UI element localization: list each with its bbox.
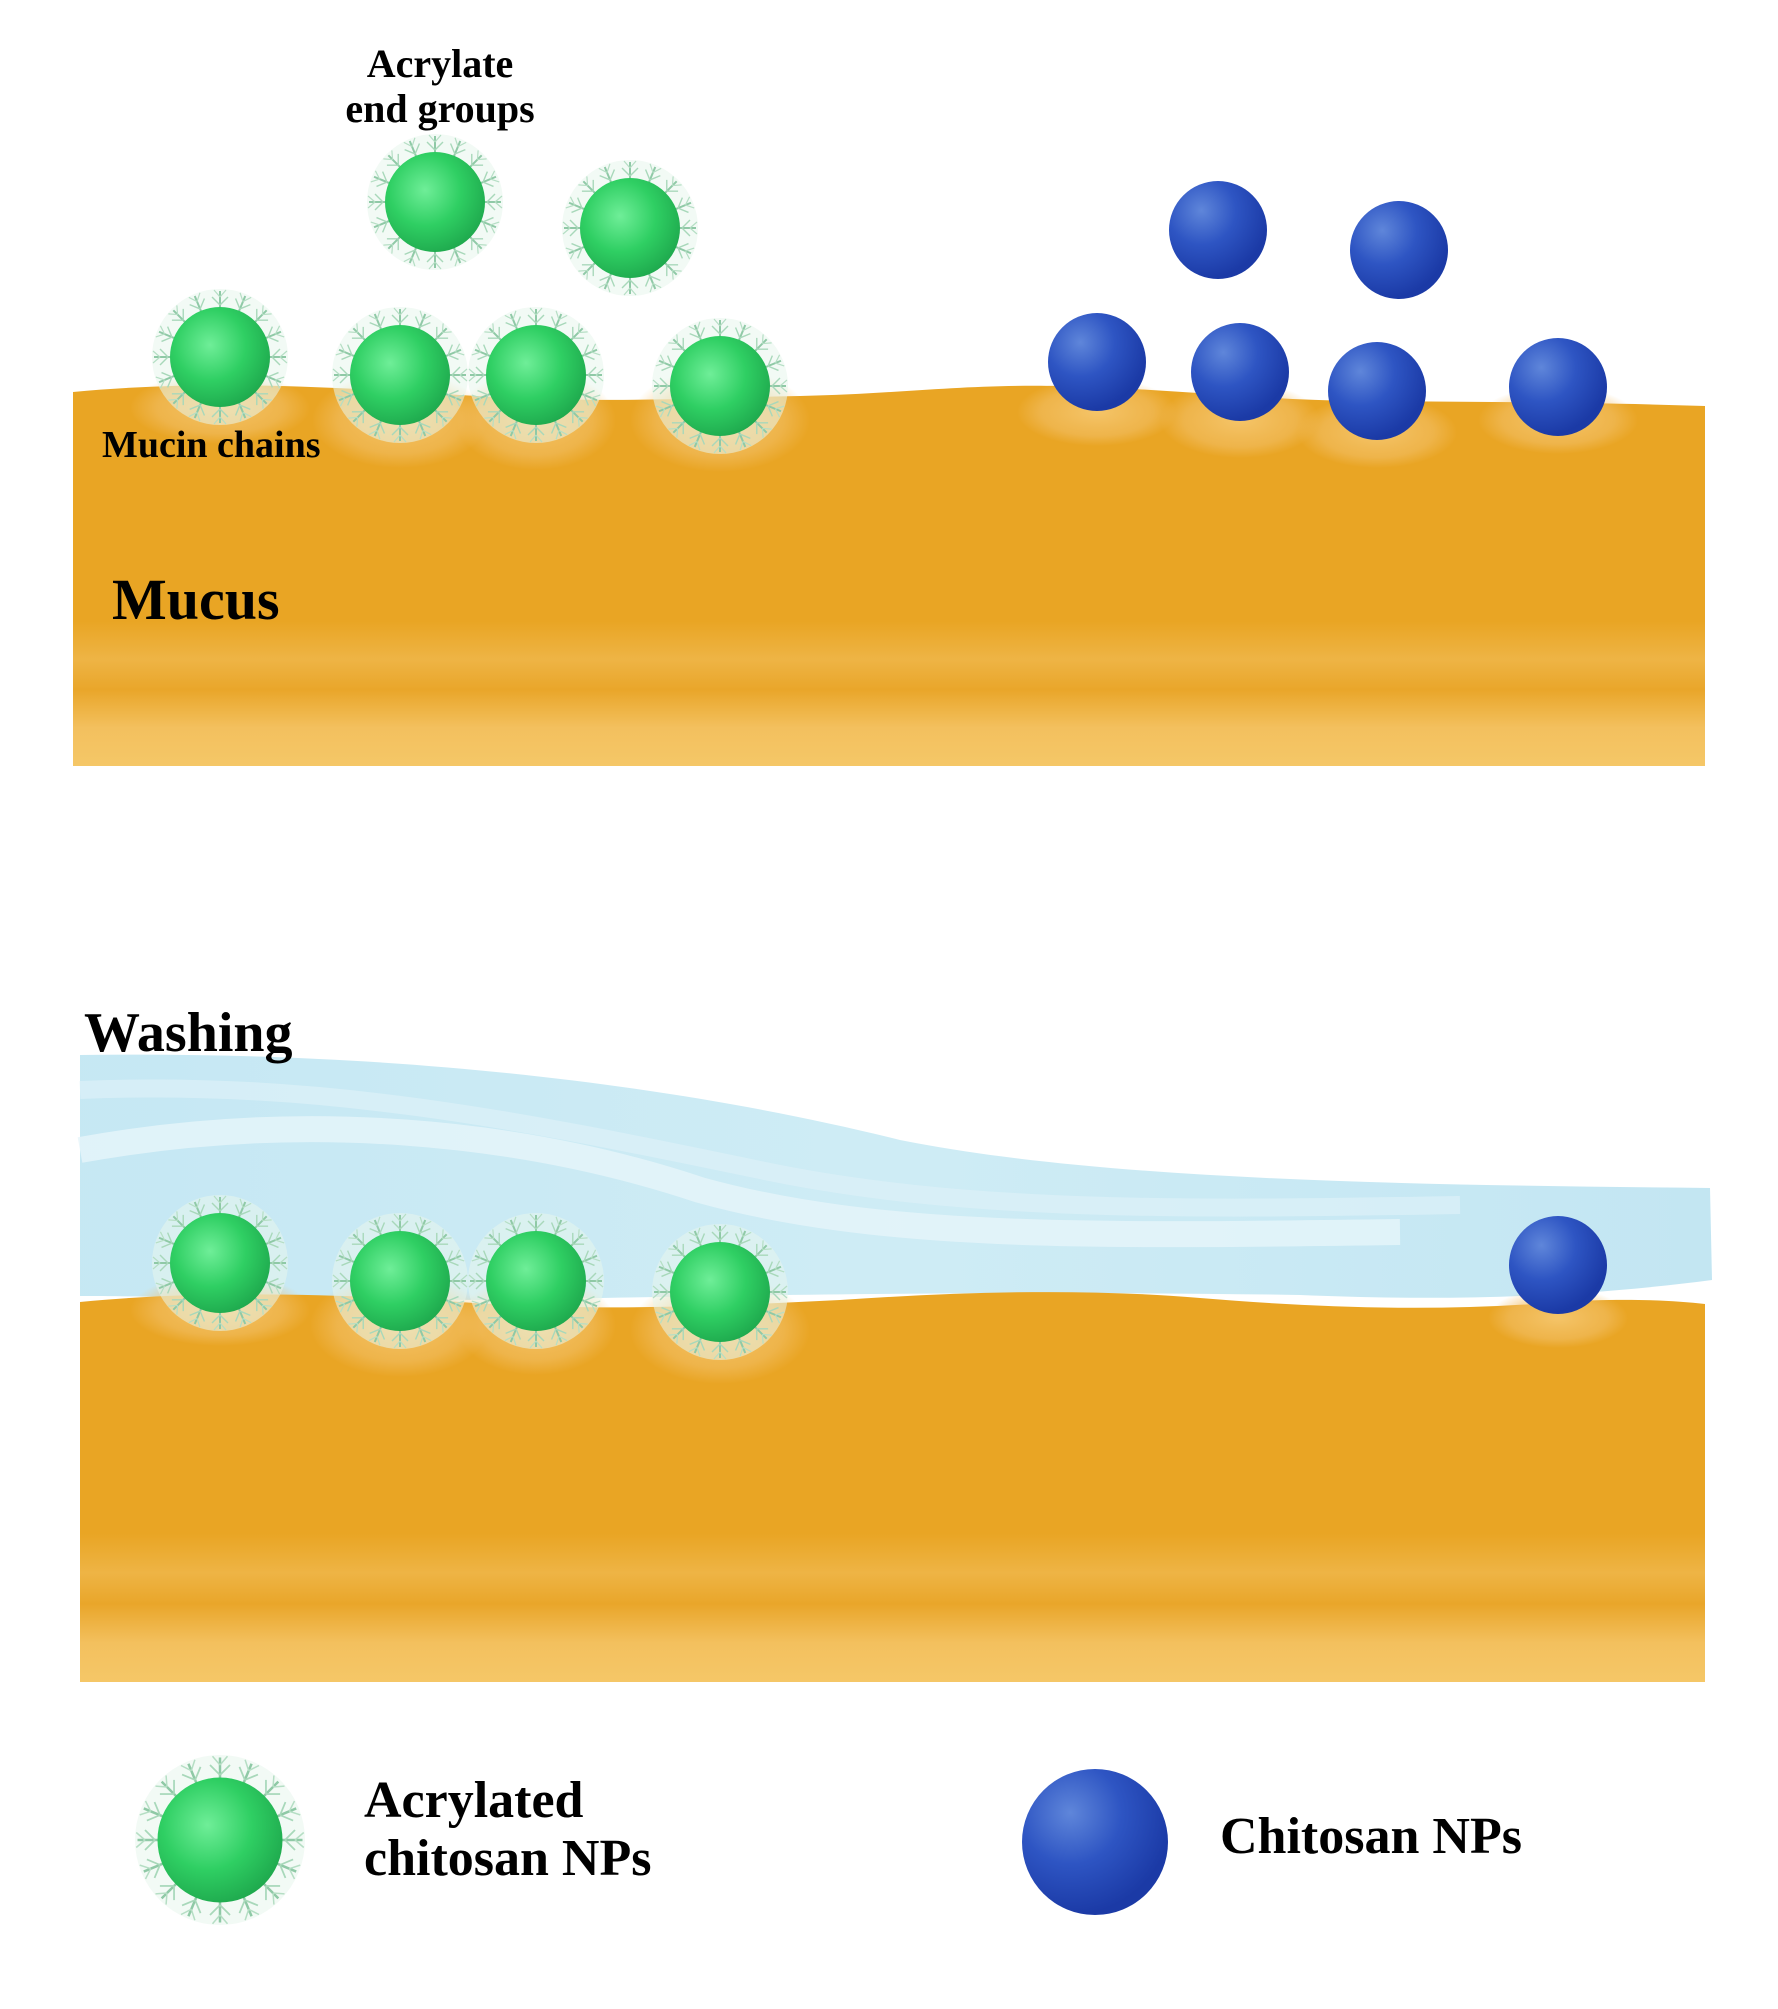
mucus-layer-bottom	[80, 1292, 1705, 1682]
acrylate-end-groups-label: Acrylate end groups	[330, 41, 550, 132]
chitosan-np	[1169, 181, 1267, 279]
water-highlight	[77, 1116, 1401, 1248]
acrylated-np	[152, 289, 288, 425]
chitosan-np	[1350, 201, 1448, 299]
chitosan-nps-bottom	[1509, 1216, 1607, 1314]
mucus-layer-top	[73, 385, 1705, 766]
legend-chitosan-label: Chitosan NPs	[1220, 1808, 1522, 1865]
acrylated-np	[562, 160, 698, 296]
acrylate-label-line2: end groups	[345, 85, 535, 131]
top-panel	[73, 134, 1705, 766]
mucin-chains-label: Mucin chains	[102, 424, 321, 466]
legend-acrylated-line1: Acrylated	[364, 1772, 584, 1829]
acrylated-np	[652, 1224, 788, 1360]
chitosan-np	[1328, 342, 1426, 440]
legend-acrylated-line2: chitosan NPs	[364, 1830, 652, 1888]
acrylated-np	[652, 318, 788, 454]
water-highlight	[79, 1079, 1461, 1217]
acrylate-label-line1: Acrylate	[366, 41, 514, 86]
acrylated-np	[332, 1213, 468, 1349]
acrylated-np	[152, 1195, 288, 1331]
chitosan-np	[1509, 338, 1607, 436]
acrylated-np	[468, 1213, 604, 1349]
legend	[135, 1755, 1168, 1925]
acrylated-np	[367, 134, 503, 270]
legend-acrylated-np-icon	[135, 1755, 305, 1925]
legend-chitosan-np-icon	[1022, 1769, 1168, 1915]
washing-label: Washing	[84, 1002, 293, 1064]
acrylated-np	[332, 307, 468, 443]
chitosan-np	[1048, 313, 1146, 411]
acrylated-np	[468, 307, 604, 443]
mucus-label: Mucus	[112, 567, 280, 632]
chitosan-np	[1509, 1216, 1607, 1314]
legend-acrylated-label: Acrylated chitosan NPs	[364, 1772, 651, 1888]
chitosan-np	[1191, 323, 1289, 421]
bottom-panel	[77, 1054, 1712, 1682]
